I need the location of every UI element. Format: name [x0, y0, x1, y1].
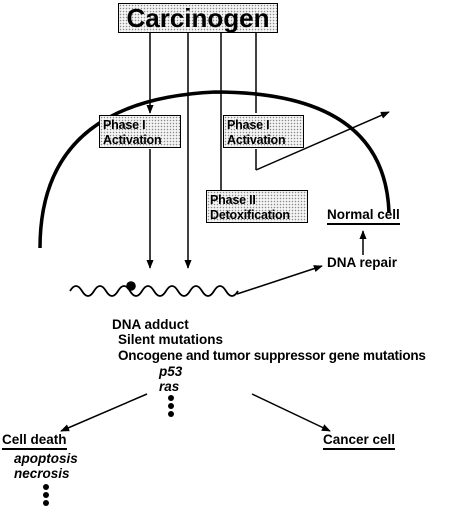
phase1-right-box: Phase I Activation — [223, 115, 304, 148]
normal-cell-label: Normal cell — [327, 208, 400, 225]
dna-strand — [69, 285, 239, 297]
arrow-to-cancer-cell — [251, 393, 331, 432]
carcinogen-label: Carcinogen — [126, 3, 270, 33]
dna-repair-label: DNA repair — [327, 255, 398, 270]
ras-label: ras — [159, 379, 180, 394]
phase1-left-box: Phase I Activation — [99, 115, 181, 148]
arrow-excretion — [255, 111, 390, 171]
phase1-left-line2: Activation — [103, 133, 162, 147]
cell-membrane — [38, 90, 391, 249]
phase2-line1: Phase II — [210, 193, 256, 207]
apoptosis-label: apoptosis — [14, 451, 78, 466]
silent-mutations-label: Silent mutations — [118, 332, 224, 347]
continuation-dots-ras — [168, 395, 174, 417]
cancer-cell-label: Cancer cell — [323, 433, 396, 450]
phase2-line2: Detoxification — [210, 208, 290, 222]
arrow-dna-to-repair — [236, 265, 323, 295]
dna-adduct-dot — [126, 281, 136, 291]
phase1-left-line1: Phase I — [103, 118, 146, 132]
cell-death-label: Cell death — [2, 433, 67, 450]
necrosis-label: necrosis — [14, 466, 70, 481]
p53-label: p53 — [159, 364, 183, 379]
continuation-dots-necrosis — [43, 484, 49, 506]
arrow-to-cell-death — [60, 393, 148, 432]
phase1-right-line2: Activation — [227, 133, 286, 147]
gene-mutations-label: Oncogene and tumor suppressor gene mutat… — [118, 348, 426, 363]
phase2-box: Phase II Detoxification — [206, 190, 308, 223]
carcinogen-box: Carcinogen — [118, 3, 278, 33]
phase1-right-line1: Phase I — [227, 118, 270, 132]
dna-adduct-label: DNA adduct — [112, 317, 189, 332]
